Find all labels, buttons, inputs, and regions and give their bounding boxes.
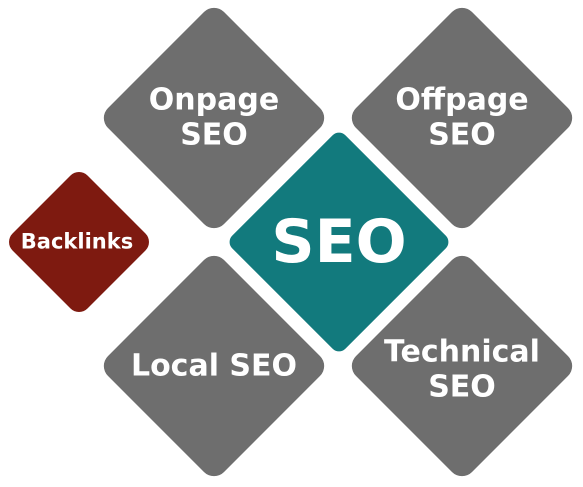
offpage-seo-label: Offpage SEO — [395, 82, 529, 153]
seo-center-diamond — [223, 126, 455, 358]
local-seo-diamond — [103, 255, 325, 477]
backlinks-label: Backlinks — [20, 229, 134, 254]
onpage-seo-label: Onpage SEO — [148, 82, 280, 153]
technical-seo-diamond — [351, 255, 573, 477]
seo-center-label: SEO — [271, 207, 407, 277]
technical-seo-label: Technical SEO — [384, 334, 540, 405]
local-seo-label: Local SEO — [130, 348, 298, 384]
backlinks-diamond — [9, 172, 149, 312]
onpage-diamond — [103, 7, 325, 229]
offpage-diamond — [351, 7, 573, 229]
